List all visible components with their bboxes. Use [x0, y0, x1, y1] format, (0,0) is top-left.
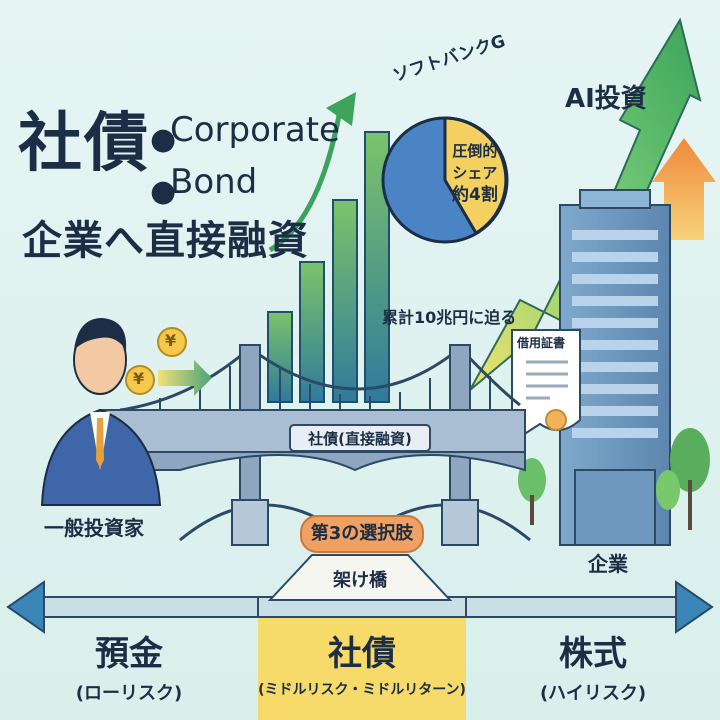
risk-scale-arrow — [6, 554, 714, 720]
coin-symbol-1: ¥ — [133, 369, 145, 388]
title-en-line1: Corporate — [170, 110, 340, 150]
bridge-caption: 架け橋 — [333, 570, 387, 591]
title-english: Corporate Bond — [170, 104, 340, 208]
third-choice-badge: 第3の選択肢 — [300, 515, 424, 553]
title-bullets: ●● — [150, 122, 177, 209]
company-label: 企業 — [588, 552, 628, 576]
coins — [125, 327, 212, 396]
scale-left: 預金 (ローリスク) — [0, 612, 258, 720]
scale-left-main: 預金 — [95, 634, 163, 674]
pie-chart — [381, 116, 509, 244]
scale-mid-sub: (ミドルリスク・ミドルリターン) — [258, 682, 466, 698]
coin-symbol-2: ¥ — [165, 331, 177, 350]
bridge-sign: 社債(直接融資) — [308, 430, 412, 448]
pie-share-text: 圧倒的 シェア 約4割 — [452, 140, 498, 206]
certificate-scroll — [511, 329, 581, 444]
scale-mid-main: 社債 — [328, 634, 396, 674]
pie-share-line2: シェア — [452, 164, 498, 182]
scale-left-sub: (ローリスク) — [75, 683, 183, 704]
subtitle: 企業へ直接融資 — [22, 218, 309, 264]
cumulative-text: 累計10兆円に迫る — [382, 308, 517, 327]
title-kanji: 社債 — [18, 107, 150, 181]
pie-share-line3: 約4割 — [452, 185, 498, 205]
ai-label: AI投資 — [565, 84, 647, 114]
scale-right: 株式 (ハイリスク) — [466, 612, 720, 720]
certificate-label: 借用証書 — [517, 336, 566, 350]
scale-middle: 社債 (ミドルリスク・ミドルリターン) — [258, 612, 466, 720]
scale-right-main: 株式 — [559, 634, 627, 674]
investor-figure — [40, 318, 162, 506]
company-building — [518, 189, 710, 546]
scale-right-sub: (ハイリスク) — [539, 683, 647, 704]
investor-label: 一般投資家 — [44, 516, 144, 540]
title-en-line2: Bond — [170, 162, 258, 202]
pie-share-line1: 圧倒的 — [452, 142, 498, 160]
